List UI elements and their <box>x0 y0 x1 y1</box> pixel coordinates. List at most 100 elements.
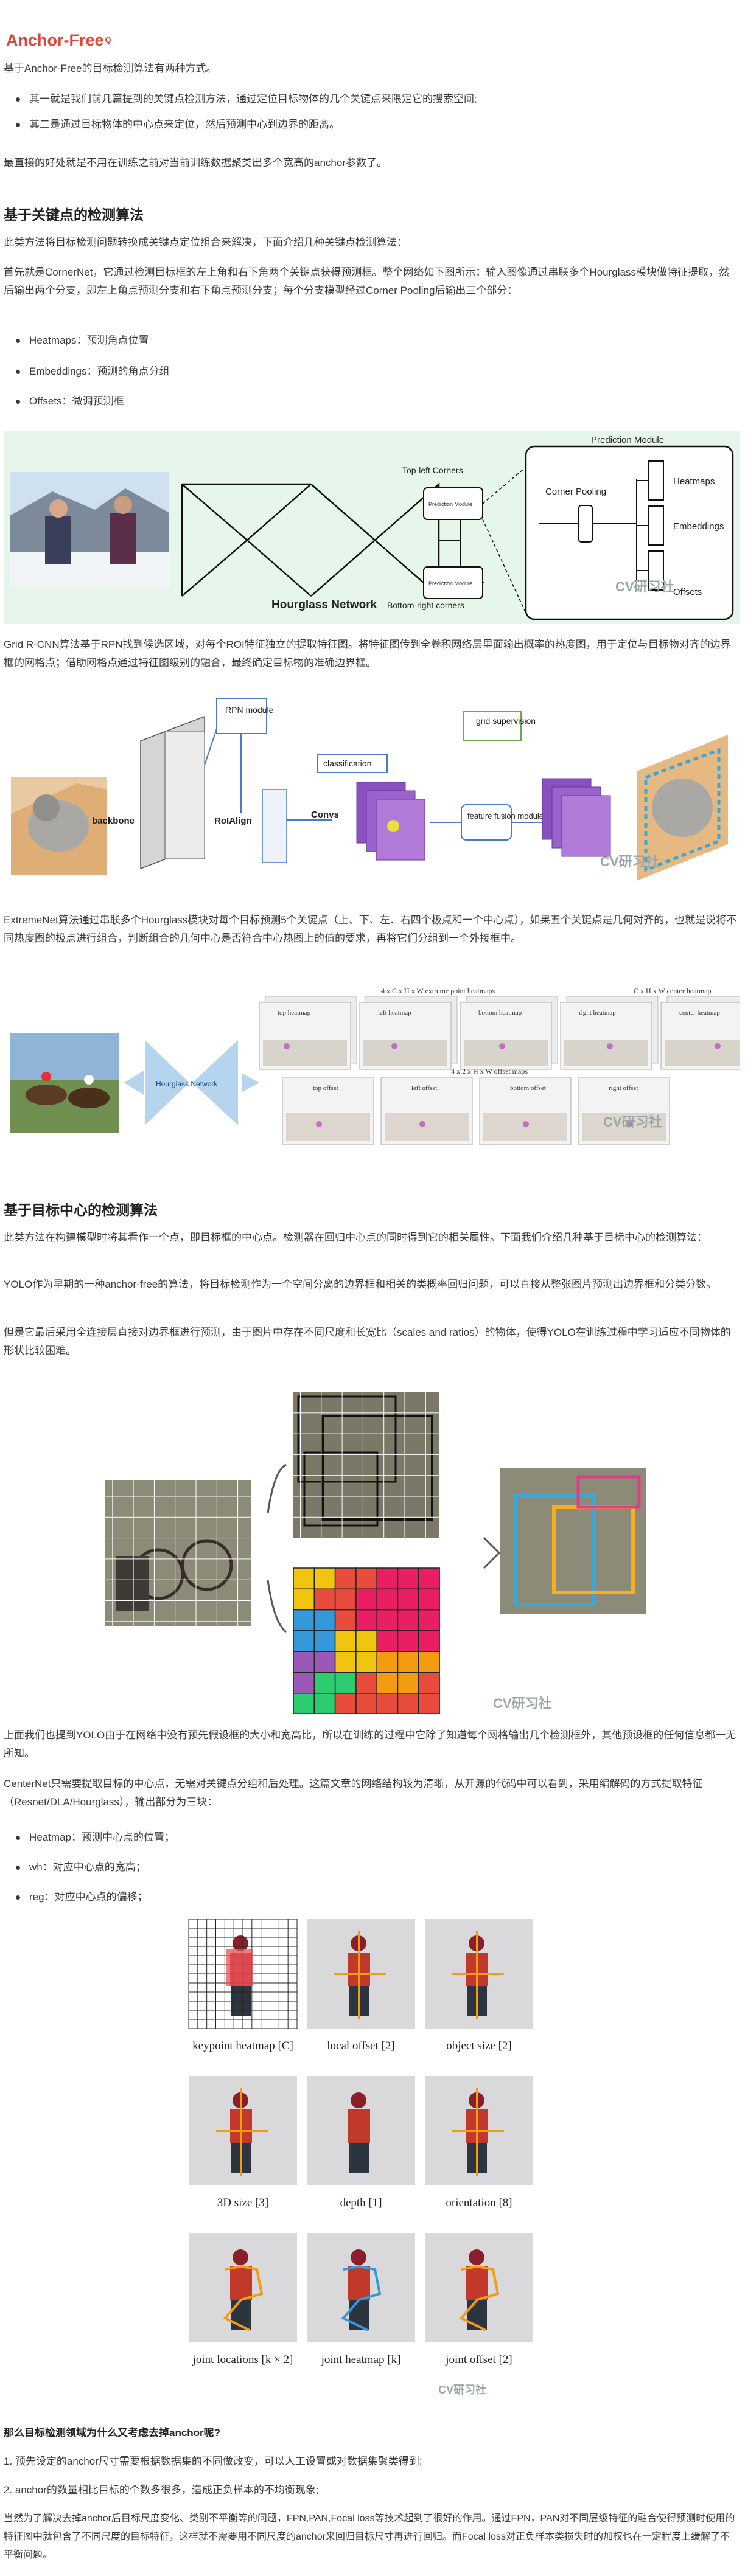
reason-2: 2. anchor的数量相比目标的个数多很多，造成正负样本的不均衡现象; <box>4 2484 319 2496</box>
cornernet-figure: Hourglass Network Top-left Corners Botto… <box>4 431 740 624</box>
centernet-caption: orientation [8] <box>446 2196 512 2209</box>
centernet-panel <box>425 2076 533 2185</box>
offset-panel: right offset <box>578 1077 670 1145</box>
svg-text:RoIAlign: RoIAlign <box>214 816 252 826</box>
bottom-right-label: Bottom-right corners <box>387 600 464 610</box>
gridrcnn-paragraph: Grid R-CNN算法基于RPN找到候选区域，对每个ROI特征独立的提取特征图… <box>4 639 731 668</box>
offset-panel: left offset <box>380 1077 473 1145</box>
svg-text:Convs: Convs <box>311 810 339 820</box>
yolo-class-map <box>293 1567 440 1714</box>
section1-paragraph: 此类方法将目标检测问题转换成关键点定位组合来解决，下面介绍几种关键点检测算法： <box>4 237 407 248</box>
yolo-output <box>500 1468 646 1614</box>
centernet-caption: joint offset [2] <box>445 2353 512 2366</box>
yolo-paragraph-2: 但是它最后采用全连接层直接对边界框进行预测，由于图片中存在不同尺度和长宽比（sc… <box>4 1327 731 1356</box>
svg-text:right offset: right offset <box>609 1085 638 1092</box>
output-cat-photo <box>637 735 728 881</box>
svg-text:center heatmap: center heatmap <box>679 1009 720 1016</box>
yolo-figure: CV研习社 <box>91 1392 657 1714</box>
section-heading-center: 基于目标中心的检测算法 <box>4 1202 158 1218</box>
svg-text:Prediction Module: Prediction Module <box>428 501 472 507</box>
centernet-figure: keypoint heatmap [C] local offset [2] obje… <box>183 1919 560 2412</box>
centernet-panel <box>189 2076 297 2185</box>
centernet-panel <box>307 1919 415 2029</box>
centernet-panel <box>425 1919 533 2029</box>
centernet-panel <box>189 2233 297 2342</box>
cornernet-paragraph: 首先就是CornerNet，它通过检测目标框的左上角和右下角两个关键点获得预测框… <box>4 266 729 296</box>
ski-photo <box>10 472 169 588</box>
svg-text:C x H x W center heatmap: C x H x W center heatmap <box>634 987 712 995</box>
prediction-module-detail <box>525 445 734 620</box>
yolo-paragraph-3: 上面我们也提到YOLO由于在网络中没有预先假设框的大小和宽高比，所以在训练的过程… <box>4 1729 736 1759</box>
centernet-caption: joint heatmap [k] <box>321 2353 401 2366</box>
cornernet-bullet: Embeddings：预测的角点分组 <box>16 363 170 381</box>
offset-panel: top offset <box>282 1077 374 1145</box>
section-heading-keypoint: 基于关键点的检测算法 <box>4 207 144 223</box>
intro-note: 最直接的好处就是不用在训练之前对当前训练数据聚类出多个宽高的anchor参数了。 <box>4 157 387 168</box>
hourglass-label: Hourglass Network <box>271 599 377 611</box>
cornernet-bullet: Offsets：微调预测框 <box>16 392 124 411</box>
centernet-panel <box>307 2233 415 2342</box>
extremenet-paragraph: ExtremeNet算法通过串联多个Hourglass模块对每个目标预测5个关键… <box>4 914 737 944</box>
svg-text:backbone: backbone <box>92 816 135 826</box>
watermark: CV研习社 <box>603 1114 662 1130</box>
centernet-bullet: wh：对应中心点的宽高； <box>16 1858 146 1876</box>
prediction-module-title: Prediction Module <box>591 435 664 445</box>
corner-pooling-label: Corner Pooling <box>545 487 606 497</box>
svg-text:4 x C x H x W extreme point he: 4 x C x H x W extreme point heatmaps <box>381 987 495 995</box>
centernet-panel <box>307 2076 415 2185</box>
hourglass-network <box>181 482 440 598</box>
svg-text:top offset: top offset <box>313 1085 338 1092</box>
centernet-caption: object size [2] <box>446 2040 512 2052</box>
centernet-caption: local offset [2] <box>327 2040 395 2052</box>
conclusion-paragraph: 当然为了解决去掉anchor后目标尺度变化、类别不平衡等的问题，FPN,PAN,… <box>4 2513 735 2560</box>
svg-text:top heatmap: top heatmap <box>278 1009 311 1016</box>
watermark: CV研习社 <box>600 854 659 869</box>
heatmap-panel: left heatmap <box>359 996 458 1070</box>
svg-text:Hourglass Network: Hourglass Network <box>156 1080 218 1088</box>
extremenet-figure: Hourglass Network 4 x C x H x W extreme … <box>4 973 740 1171</box>
watermark: CV研习社 <box>438 2383 486 2396</box>
svg-text:RPN module: RPN module <box>225 705 274 715</box>
centernet-panel <box>188 1919 298 2029</box>
svg-text:classification: classification <box>323 759 371 768</box>
heatmap-panel: bottom heatmap <box>460 996 558 1070</box>
heatmap-panel: right heatmap <box>560 996 659 1070</box>
yolo-input-grid <box>105 1480 251 1626</box>
svg-text:Prediction Module: Prediction Module <box>428 580 472 586</box>
svg-text:4 x 2 x H x W offset maps: 4 x 2 x H x W offset maps <box>451 1067 528 1075</box>
centernet-paragraph: CenterNet只需要提取目标的中心点，无需对关键点分组和后处理。这篇文章的网… <box>4 1778 703 1808</box>
svg-text:bottom heatmap: bottom heatmap <box>478 1009 522 1016</box>
centernet-caption: 3D size [3] <box>217 2196 268 2209</box>
svg-text:Heatmaps: Heatmaps <box>673 476 715 487</box>
svg-text:left offset: left offset <box>411 1085 437 1092</box>
search-icon[interactable]: Q <box>105 35 111 44</box>
centernet-caption: joint locations [k × 2] <box>192 2353 293 2366</box>
heatmap-row: top heatmap left heatmap bottom heatmap rig… <box>259 996 740 1070</box>
svg-text:grid supervision: grid supervision <box>476 716 536 726</box>
heatmap-panel: top heatmap <box>259 996 357 1070</box>
svg-text:Offsets: Offsets <box>673 587 702 597</box>
centernet-caption: keypoint heatmap [C] <box>192 2040 293 2052</box>
centernet-bullet: Heatmap：预测中心点的位置； <box>16 1828 175 1847</box>
yolo-paragraph: YOLO作为早期的一种anchor-free的算法，将目标检测作为一个空间分离的… <box>4 1279 717 1290</box>
centernet-bullet: reg：对应中心点的偏移； <box>16 1888 148 1906</box>
section3-heading: 那么目标检测领域为什么又考虑去掉anchor呢? <box>4 2427 221 2439</box>
cornernet-bullet: Heatmaps：预测角点位置 <box>16 332 149 350</box>
gridrcnn-figure: backbone RPN module RoIAlign Convs class… <box>4 692 740 887</box>
svg-text:Embeddings: Embeddings <box>673 521 724 532</box>
svg-text:left heatmap: left heatmap <box>378 1009 411 1016</box>
svg-text:right heatmap: right heatmap <box>579 1009 616 1016</box>
intro-bullet: 其二是通过目标物体的中心点来定位，然后预测中心到边界的距离。 <box>16 116 734 134</box>
watermark: CV研习社 <box>615 579 674 594</box>
centernet-panel <box>425 2233 533 2342</box>
svg-text:feature fusion module: feature fusion module <box>467 811 544 821</box>
cat-photo <box>11 777 107 875</box>
pred-module-bottom <box>423 566 483 599</box>
reason-1: 1. 预先设定的anchor尺寸需要根据数据集的不同做改变，可以人工设置或对数据… <box>4 2456 422 2467</box>
horse-photo <box>10 1033 119 1133</box>
intro-paragraph: 基于Anchor-Free的目标检测算法有两种方式。 <box>4 63 217 74</box>
intro-bullet: 其一就是我们前几篇提到的关键点检测方法，通过定位目标物体的几个关键点来限定它的搜… <box>16 90 734 108</box>
